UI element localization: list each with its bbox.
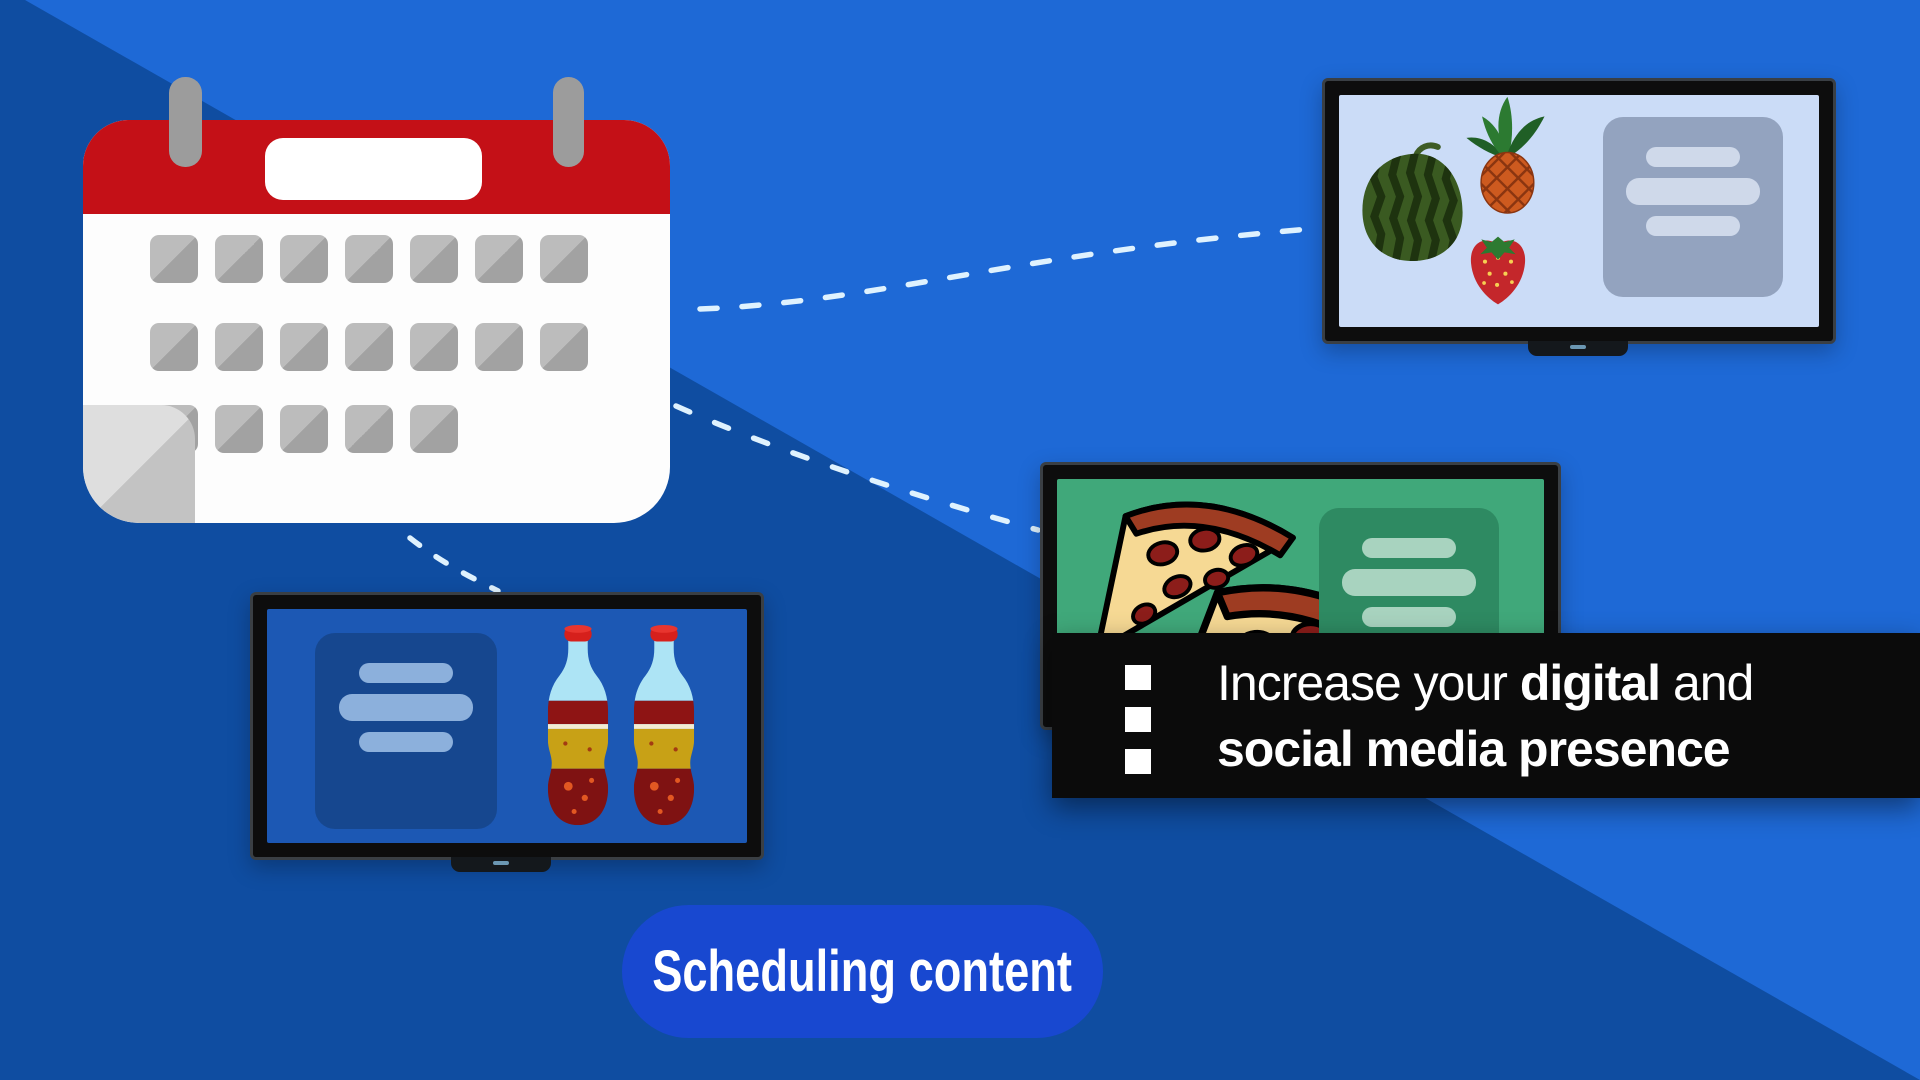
strawberry-icon: [1470, 236, 1526, 305]
bullet-squares: [1125, 665, 1151, 774]
placeholder-line: [1362, 607, 1456, 627]
calendar-date-cell: [215, 235, 263, 283]
calendar-ring-left-icon: [169, 77, 202, 167]
text-placeholder-panel: [1603, 117, 1783, 297]
connector-calendar-to-fruits-screen: [697, 225, 1325, 312]
calendar-date-cell: [410, 235, 458, 283]
fruits-screen: [1339, 95, 1819, 327]
calendar-date-cell: [410, 323, 458, 371]
placeholder-line: [1646, 216, 1740, 236]
calendar-date-cell: [475, 235, 523, 283]
pizza-slice-icon: [1094, 501, 1296, 655]
calendar-date-cell: [280, 235, 328, 283]
calendar-title-blank: [265, 138, 482, 200]
cola-bottle-icon: [633, 625, 695, 826]
calendar-date-cell: [280, 323, 328, 371]
placeholder-line: [359, 732, 453, 752]
caption-label: Scheduling content: [652, 939, 1073, 1004]
calendar-icon: [83, 77, 670, 523]
calendar-date-cell: [280, 405, 328, 453]
bullet-square: [1125, 665, 1151, 690]
calendar-date-cell: [410, 405, 458, 453]
calendar-date-cell: [215, 405, 263, 453]
calendar-page-curl: [83, 405, 195, 523]
placeholder-line: [359, 663, 453, 683]
caption-pill: Scheduling content: [622, 905, 1103, 1038]
tv-stand: [1528, 341, 1628, 356]
tv-stand: [451, 857, 551, 872]
tv-cola: [250, 592, 764, 872]
placeholder-line: [1342, 569, 1476, 596]
bullet-square: [1125, 707, 1151, 732]
placeholder-line: [1626, 178, 1760, 205]
calendar-date-cell: [150, 323, 198, 371]
text-placeholder-panel: [315, 633, 497, 829]
calendar-date-cell: [540, 323, 588, 371]
headline-line-1: Increase your digital and: [1217, 654, 1754, 711]
headline-banner: Increase your digital and social media p…: [1052, 633, 1920, 798]
headline-text: Increase your digital and social media p…: [1217, 650, 1754, 782]
calendar-date-cell: [475, 323, 523, 371]
calendar-date-cell: [345, 405, 393, 453]
cola-screen: [267, 609, 747, 843]
placeholder-line: [339, 694, 473, 721]
calendar-date-cell: [345, 235, 393, 283]
tv-fruits: [1322, 78, 1836, 356]
calendar-date-cell: [215, 323, 263, 371]
calendar-ring-right-icon: [553, 77, 584, 167]
cola-bottle-icon: [547, 625, 609, 826]
headline-line-2: social media presence: [1217, 720, 1731, 777]
watermelon-icon: [1362, 142, 1463, 262]
placeholder-line: [1362, 538, 1456, 558]
calendar-date-cell: [540, 235, 588, 283]
pineapple-icon: [1466, 96, 1545, 214]
calendar-sheet: [83, 120, 670, 523]
calendar-date-cell: [150, 235, 198, 283]
calendar-date-cell: [345, 323, 393, 371]
bullet-square: [1125, 749, 1151, 774]
placeholder-line: [1646, 147, 1740, 167]
